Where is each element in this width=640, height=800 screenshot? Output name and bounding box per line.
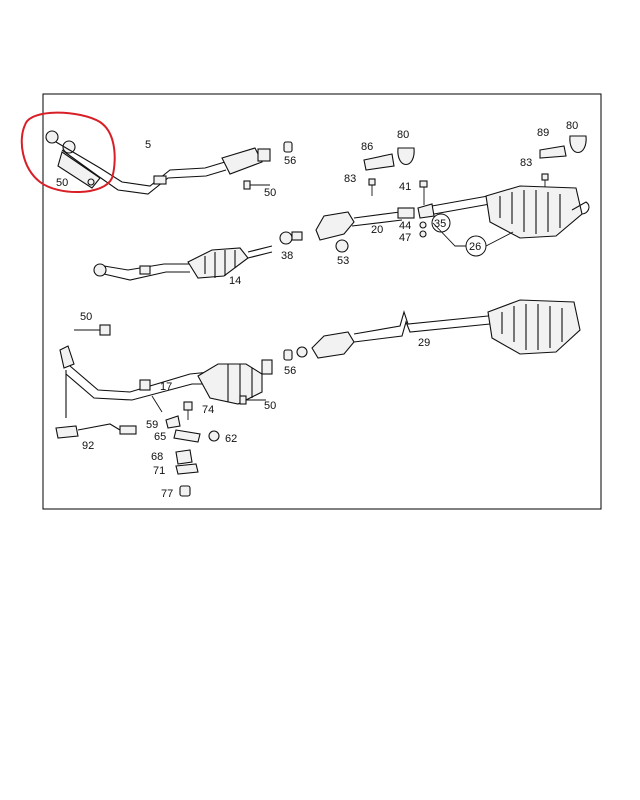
label-50: 50 <box>264 400 276 412</box>
label-50: 50 <box>80 311 92 323</box>
label-65: 65 <box>154 431 166 443</box>
label-56: 56 <box>284 155 296 167</box>
label-44: 44 <box>399 220 411 232</box>
bolt-41 <box>419 180 428 205</box>
nut-62 <box>208 430 220 442</box>
nut-77 <box>179 485 191 497</box>
diagram-frame <box>42 93 602 510</box>
clamp-26-area <box>432 222 514 257</box>
label-74: 74 <box>202 404 214 416</box>
center-silencer-20 <box>315 207 415 241</box>
oxygen-sensor-92 <box>55 370 137 439</box>
label-89: 89 <box>537 127 549 139</box>
rubber-mount-80-right <box>569 135 587 153</box>
label-71: 71 <box>153 465 165 477</box>
front-pipe-bottom <box>59 345 211 401</box>
label-80: 80 <box>566 120 578 132</box>
bolt-50-bottom <box>239 395 266 405</box>
rubber-hanger-86 <box>363 153 395 171</box>
label-29: 29 <box>418 337 430 349</box>
label-83: 83 <box>344 173 356 185</box>
label-14: 14 <box>229 275 241 287</box>
rubber-mount-80-left <box>397 147 415 165</box>
label-92: 92 <box>82 440 94 452</box>
catalytic-converter-bottom <box>197 359 273 405</box>
gasket-53 <box>335 239 349 253</box>
label-50: 50 <box>264 187 276 199</box>
label-53: 53 <box>337 255 349 267</box>
clamp-68-71 <box>175 449 199 475</box>
clamp-38 <box>279 231 303 245</box>
bolt-83-left <box>368 178 376 196</box>
bolt-50-top <box>243 180 270 190</box>
front-exhaust-pipe <box>45 130 227 195</box>
label-59: 59 <box>146 419 158 431</box>
bolt-50-bottom-left <box>74 324 111 336</box>
bracket-59-65 <box>165 415 201 443</box>
bolt-74 <box>183 401 193 420</box>
label-20: 20 <box>371 224 383 236</box>
pipe-14-with-converter <box>93 245 273 281</box>
label-38: 38 <box>281 250 293 262</box>
label-47: 47 <box>399 232 411 244</box>
front-silencer <box>221 147 271 175</box>
highlight-circle <box>20 111 116 193</box>
label-86: 86 <box>361 141 373 153</box>
label-41: 41 <box>399 181 411 193</box>
nut-56-bottom <box>283 349 293 361</box>
label-68: 68 <box>151 451 163 463</box>
hanger-89 <box>539 145 567 159</box>
label-77: 77 <box>161 488 173 500</box>
arrow-to-bracket <box>151 395 163 413</box>
label-56: 56 <box>284 365 296 377</box>
rear-silencer-top <box>431 185 590 239</box>
label-5: 5 <box>145 139 151 151</box>
label-80: 80 <box>397 129 409 141</box>
rear-exhaust-29 <box>296 299 581 359</box>
label-17: 17 <box>160 381 172 393</box>
nut-56-top <box>283 141 293 153</box>
label-83: 83 <box>520 157 532 169</box>
label-50: 50 <box>56 177 68 189</box>
label-26: 26 <box>469 241 481 253</box>
label-35: 35 <box>434 218 446 230</box>
label-62: 62 <box>225 433 237 445</box>
